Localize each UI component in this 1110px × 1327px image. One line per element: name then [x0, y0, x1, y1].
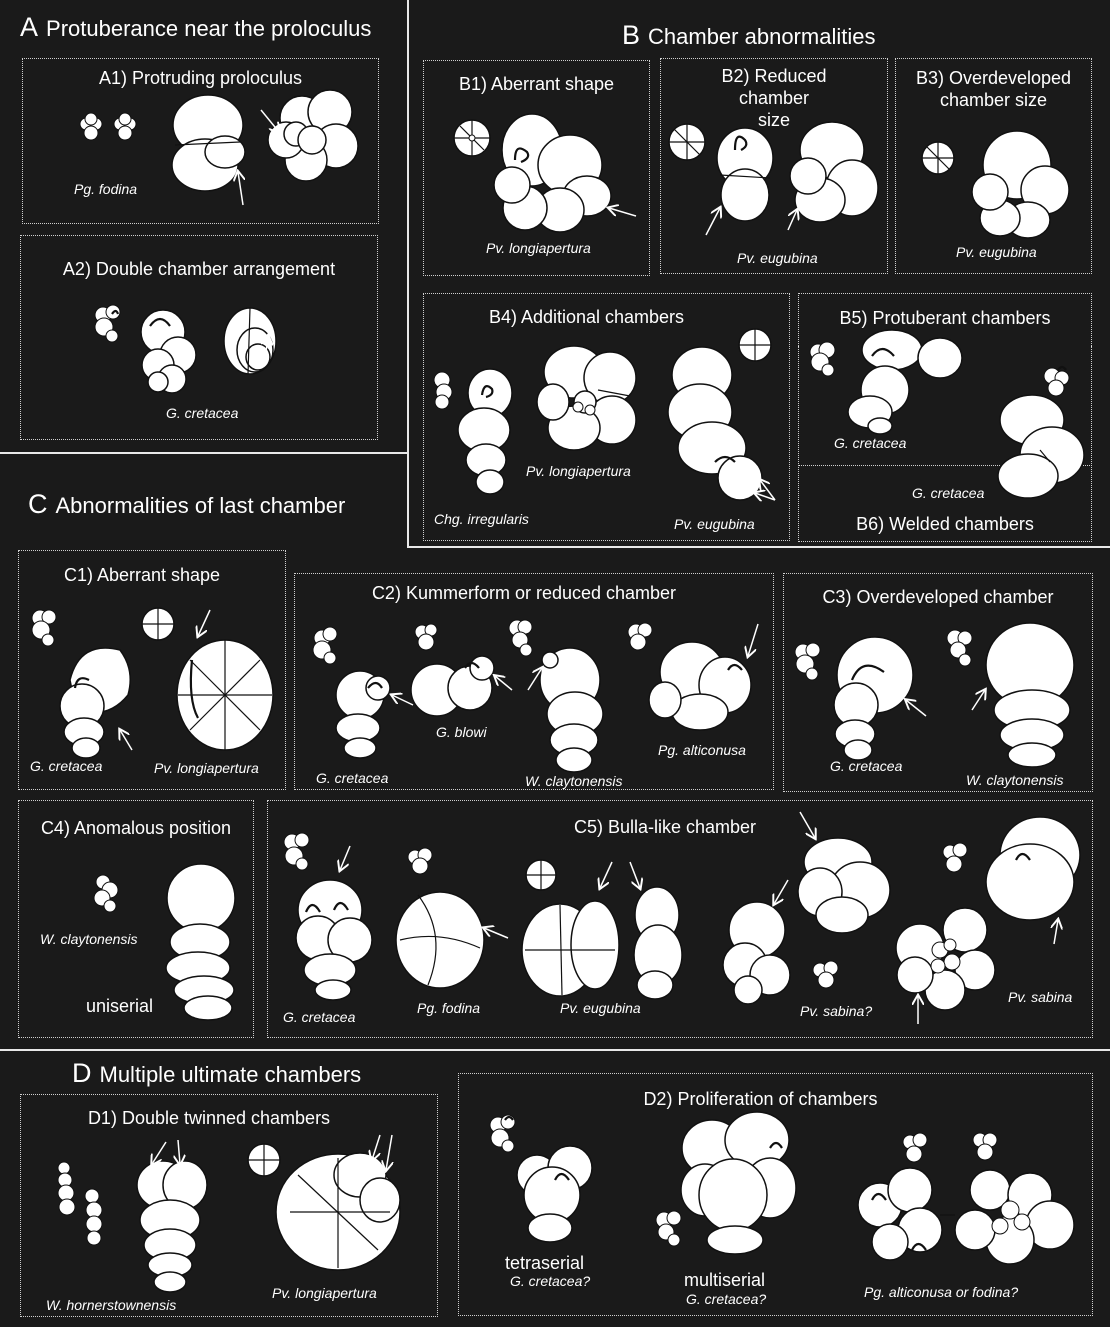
- species-C5-pv-eugubina: Pv. eugubina: [560, 1000, 641, 1016]
- species-B4-pv-longiapertura: Pv. longiapertura: [526, 463, 631, 479]
- panel-B3-title: B3) Overdeveloped chamber size: [904, 67, 1083, 111]
- species-D1-pv-longiapertura: Pv. longiapertura: [272, 1285, 377, 1301]
- panel-C5-title: C5) Bulla-like chamber: [238, 816, 1092, 838]
- divider-A-horizontal: [0, 452, 408, 454]
- panel-C3-title: C3) Overdeveloped chamber: [784, 586, 1092, 608]
- section-C-letter: C: [28, 489, 48, 519]
- panel-B5-title: B5) Protuberant chambers: [799, 307, 1091, 329]
- section-A-text: Protuberance near the proloculus: [46, 16, 371, 41]
- panel-B4: B4) Additional chambers: [423, 293, 790, 541]
- species-D1-w-hornerstownensis: W. hornerstownensis: [46, 1297, 176, 1313]
- species-D2-g-cretacea-1: G. cretacea?: [510, 1273, 590, 1289]
- section-D-text: Multiple ultimate chambers: [100, 1062, 362, 1087]
- panel-C4-title: C4) Anomalous position: [19, 817, 253, 839]
- species-C5-pg-fodina: Pg. fodina: [417, 1000, 480, 1016]
- species-C2-w-claytonensis: W. claytonensis: [525, 773, 623, 789]
- section-A-title: A Protuberance near the proloculus: [20, 12, 371, 43]
- label-D2-tetraserial: tetraserial: [505, 1253, 584, 1274]
- species-B4-chg-irregularis: Chg. irregularis: [434, 511, 529, 527]
- species-C1-pv-longiapertura: Pv. longiapertura: [154, 760, 259, 776]
- species-C5-g-cretacea: G. cretacea: [283, 1009, 355, 1025]
- panel-B2-title: B2) Reduced chamber size: [721, 65, 827, 131]
- species-A2-g-cretacea: G. cretacea: [166, 405, 238, 421]
- panel-B6-title: B6) Welded chambers: [799, 513, 1091, 535]
- section-C-title: C Abnormalities of last chamber: [28, 489, 345, 520]
- divider-B-bottom: [407, 546, 1110, 548]
- section-B-text: Chamber abnormalities: [648, 24, 875, 49]
- species-B2-pv-eugubina: Pv. eugubina: [737, 250, 818, 266]
- panel-A2-title: A2) Double chamber arrangement: [21, 258, 377, 280]
- panel-C1: C1) Aberrant shape: [18, 550, 286, 790]
- species-C3-g-cretacea: G. cretacea: [830, 758, 902, 774]
- section-B-letter: B: [622, 20, 640, 50]
- divider-A-vertical: [407, 0, 409, 548]
- panel-A1-title: A1) Protruding proloculus: [23, 67, 378, 89]
- section-C-text: Abnormalities of last chamber: [56, 493, 346, 518]
- species-C2-g-cretacea: G. cretacea: [316, 770, 388, 786]
- species-D2-pg-alticonusa-or-fodina: Pg. alticonusa or fodina?: [864, 1284, 1018, 1300]
- panel-B2: B2) Reduced chamber size: [660, 58, 888, 274]
- label-D2-multiserial: multiserial: [684, 1270, 765, 1291]
- panel-B3: B3) Overdeveloped chamber size: [895, 58, 1092, 274]
- panel-D1: D1) Double twinned chambers: [20, 1094, 438, 1317]
- species-B4-pv-eugubina: Pv. eugubina: [674, 516, 755, 532]
- panel-C2-title: C2) Kummerform or reduced chamber: [275, 582, 773, 604]
- species-C2-g-blowi: G. blowi: [436, 724, 487, 740]
- panel-C1-title: C1) Aberrant shape: [0, 564, 285, 586]
- species-C5-pv-sabina-q: Pv. sabina?: [800, 1003, 872, 1019]
- species-B1-pv-longiapertura: Pv. longiapertura: [486, 240, 591, 256]
- species-C5-pv-sabina: Pv. sabina: [1008, 989, 1072, 1005]
- section-B-title: B Chamber abnormalities: [622, 20, 875, 51]
- species-B3-pv-eugubina: Pv. eugubina: [956, 244, 1037, 260]
- panel-B1-title: B1) Aberrant shape: [424, 73, 649, 95]
- section-D-title: D Multiple ultimate chambers: [72, 1058, 361, 1089]
- species-B5-g-cretacea: G. cretacea: [834, 435, 906, 451]
- species-C2-pg-alticonusa: Pg. alticonusa: [658, 742, 746, 758]
- species-C1-g-cretacea: G. cretacea: [30, 758, 102, 774]
- species-C3-w-claytonensis: W. claytonensis: [966, 772, 1064, 788]
- panel-C5: C5) Bulla-like chamber: [267, 800, 1093, 1038]
- species-C4-w-claytonensis: W. claytonensis: [40, 931, 138, 947]
- panel-D1-title: D1) Double twinned chambers: [0, 1107, 437, 1129]
- label-C4-uniserial: uniserial: [86, 996, 153, 1017]
- section-D-letter: D: [72, 1058, 92, 1088]
- species-B6-g-cretacea: G. cretacea: [912, 485, 984, 501]
- section-A-letter: A: [20, 12, 38, 42]
- panel-D2-title: D2) Proliferation of chambers: [429, 1088, 1092, 1110]
- panel-A1: A1) Protruding proloculus: [22, 58, 379, 224]
- panel-B4-title: B4) Additional chambers: [384, 306, 789, 328]
- species-A1-pg-fodina: Pg. fodina: [74, 181, 137, 197]
- species-D2-g-cretacea-2: G. cretacea?: [686, 1291, 766, 1307]
- divider-D-top: [0, 1049, 1110, 1051]
